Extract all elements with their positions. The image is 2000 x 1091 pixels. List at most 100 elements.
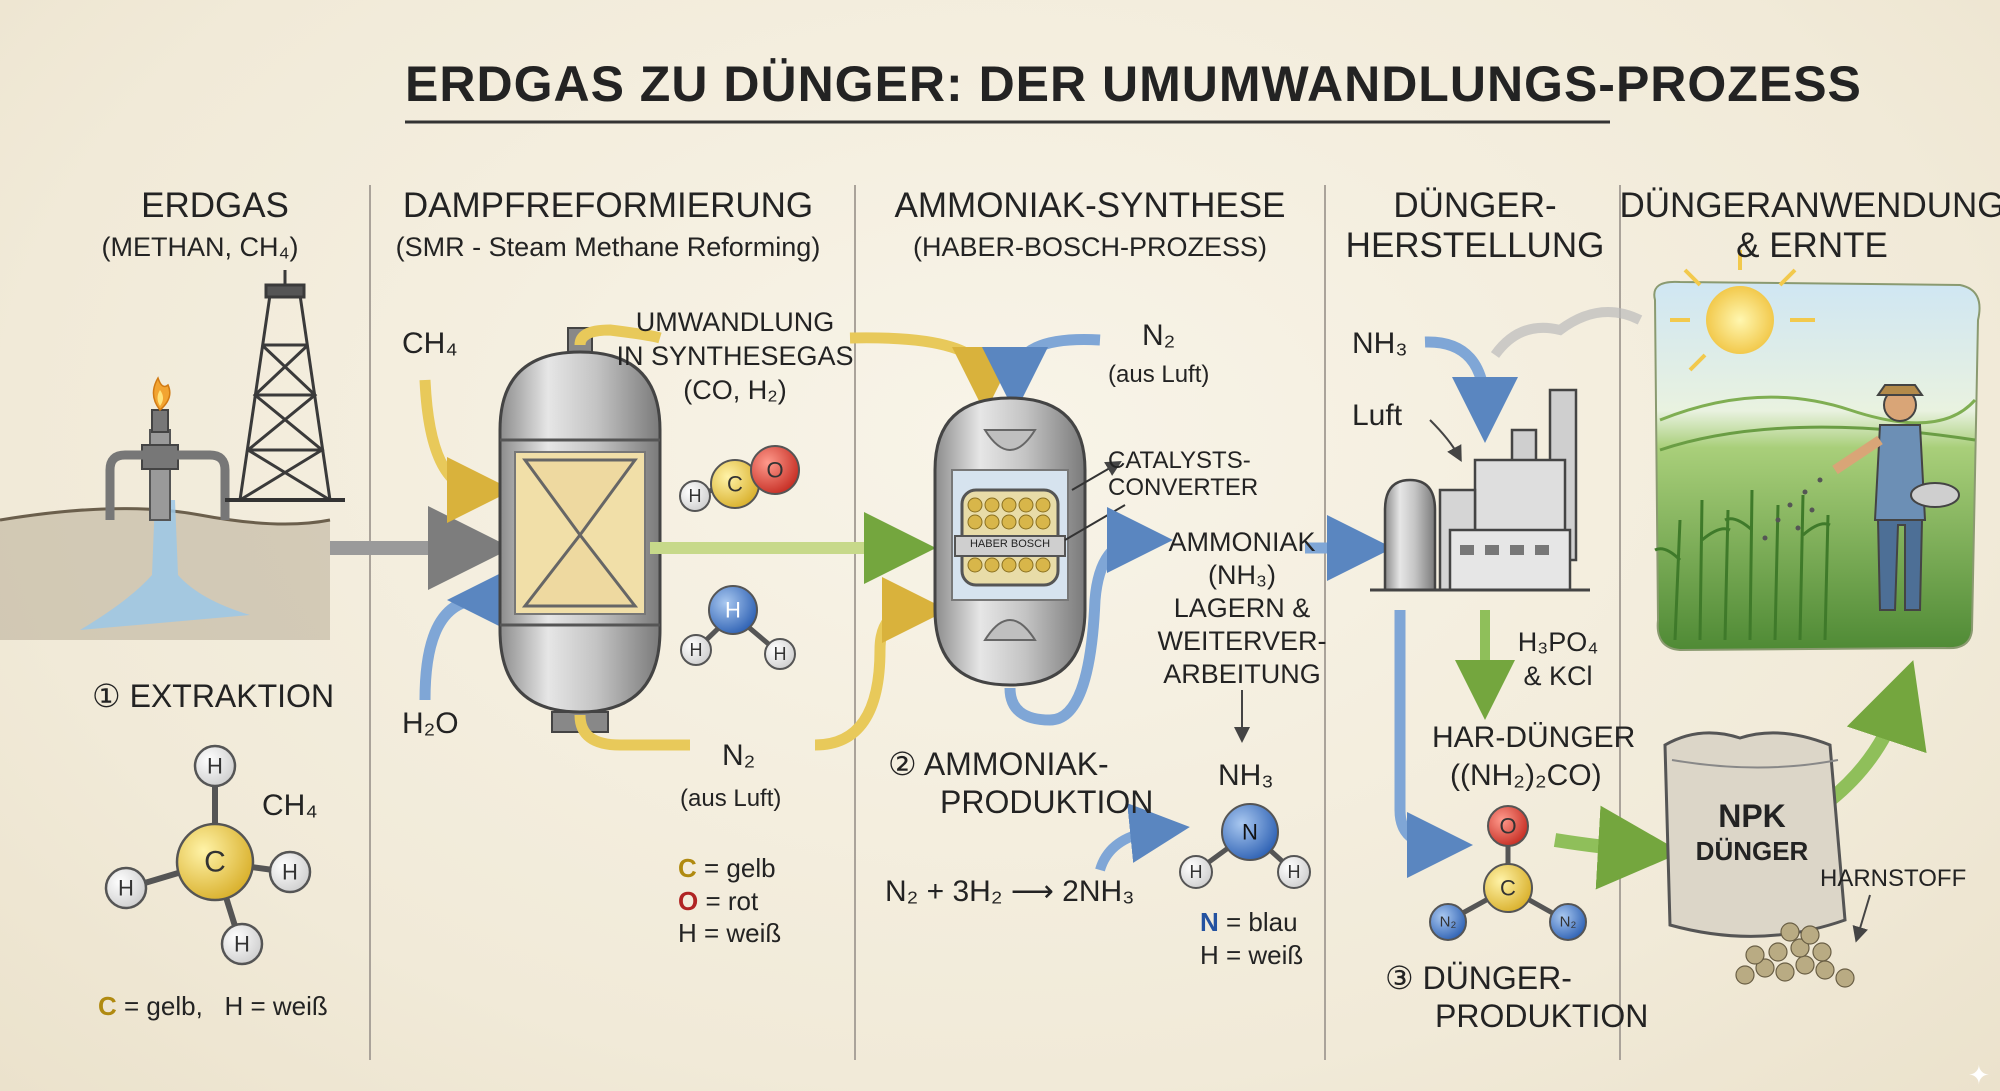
additives-line1: H₃PO₄ [1517,627,1599,657]
svg-text:H: H [234,932,250,957]
step-extraction: ① EXTRAKTION [92,678,335,714]
syngas-legend: C = gelb O = rot H = weiß [678,852,781,950]
svg-text:N₂: N₂ [1560,914,1577,931]
column-heading-erdgas: ERDGAS [141,186,289,225]
svg-text:H: H [725,598,741,623]
svg-text:H: H [118,876,134,901]
svg-text:O: O [1499,814,1516,839]
sparkle-icon: ✦ [1968,1060,1990,1090]
svg-text:H: H [207,754,223,779]
ammonia-line3: LAGERN & [1173,593,1311,623]
legend-n-desc: = blau [1218,907,1298,937]
svg-text:O: O [766,458,783,483]
legend-h-text: H = weiß [224,991,328,1021]
ammonia-line2: (NH₃) [1208,560,1276,590]
steam-reformer-vessel [498,327,662,733]
methane-molecule: C H H H H [104,744,312,966]
column-heading-fertilizer-line1: DÜNGER- [1393,186,1557,225]
svg-text:N₂: N₂ [1440,914,1457,931]
synthesis-n2-label: N₂ [1142,319,1176,352]
syngas-to-reactor-arrow [849,332,1018,413]
ammonia-line4: WEITERVER- [1157,626,1327,656]
svg-text:C: C [1500,876,1516,901]
column-sub-reforming: (SMR - Steam Methane Reforming) [395,232,821,262]
legend-c-row: C = gelb [678,852,781,885]
legend-o-desc: = rot [698,885,759,916]
farmer-figure [1832,384,1960,611]
column-heading-application-line1: DÜNGERANWENDUNG [1619,186,2000,225]
conversion-line2: IN SYNTHESEGAS [616,341,854,371]
reformer-input-h2o: H₂O [402,707,459,740]
synthesis-nh3-label: NH₃ [1218,759,1274,792]
equation-arrow [1095,803,1190,872]
ammonia-legend: N = blau H = weiß [1200,906,1303,971]
haber-bosch-reactor [933,396,1126,687]
svg-text:C: C [204,846,226,879]
haber-equation: N₂ + 3H₂ ⟶ 2NH₃ [885,875,1135,908]
legend-n-row: N = blau [1200,906,1303,939]
methane-legend: C = gelb, H = weiß [98,990,328,1023]
column-sub-synthesis: (HABER-BOSCH-PROZESS) [912,232,1268,262]
legend-o: O [678,885,699,916]
harnstoff-pointer [1852,894,1871,943]
h2o-input-arrow [419,566,514,701]
co-molecule: H C O [679,445,800,512]
column-heading-synthesis: AMMONIAK-SYNTHESE [894,186,1286,225]
column-heading-reforming: DAMPFREFORMIERUNG [402,186,814,225]
legend-c-letter: C [98,991,117,1021]
bag-to-field-arrow [1825,660,1927,806]
reformer-input-ch4: CH₄ [402,327,458,360]
legend-n: N [1200,907,1219,937]
bag-label-line1: NPK [1718,798,1786,834]
column-dividers [369,185,1621,1060]
step-ammonia-line1: ② AMMONIAK- [888,746,1109,782]
column-sub-erdgas: (METHAN, CH₄) [101,232,299,262]
n2-air-arrow [982,334,1101,413]
air-into-plant-arrow [1429,419,1462,463]
urea-molecule: O C N₂ N₂ [1429,805,1587,941]
plant-air-label: Luft [1352,399,1403,432]
legend-c-desc: = gelb [696,853,776,883]
svg-text:H: H [1288,862,1301,882]
step-ammonia-line2: PRODUKTION [940,784,1154,820]
step-fertilizer-line2: PRODUKTION [1435,998,1649,1034]
ammonia-out-arrow [1004,507,1173,726]
ammonia-molecule: N H H [1179,803,1311,889]
legend-h-row: H = weiß [1200,939,1304,970]
svg-text:H: H [690,640,703,660]
column-heading-application-line2: & ERNTE [1736,226,1888,265]
legend-c-text: = gelb, [116,991,203,1021]
methane-label: CH₄ [262,789,318,822]
n2-bottom-pipe [574,714,690,751]
page-title: ERDGAS ZU DÜNGER: DER UMUMWANDLUNGS-PROZ… [405,56,1862,112]
urea-line2: ((NH₂)₂CO) [1450,759,1602,792]
npk-fertilizer-bag [1663,731,1847,938]
additives-line2: & KCl [1523,661,1593,691]
ch4-input-arrow [419,379,513,523]
plant-nh3-label: NH₃ [1352,327,1408,360]
urea-granules [1735,922,1855,988]
reactor-plate-label: HABER BOSCH [969,538,1051,550]
reformer-n2-label: N₂ [722,739,756,772]
plant-to-urea-arrow [1394,610,1473,878]
svg-text:H: H [689,486,702,506]
svg-text:H: H [1190,862,1203,882]
svg-text:C: C [727,472,743,497]
svg-text:H: H [282,860,298,885]
svg-text:H: H [774,644,787,664]
urea-to-bag-arrow [1553,805,1682,890]
syngas-top-pipe [574,324,662,346]
conversion-line3: (CO, H₂) [683,375,787,405]
conversion-line1: UMWANDLUNG [635,307,835,337]
urea-line1: HAR-DÜNGER [1432,721,1636,754]
legend-o-row: O = rot [678,885,781,918]
catalyst-line1: CATALYSTS- [1108,447,1251,474]
water-molecule: H H H [680,585,796,670]
field-harvest-illustration [1653,250,1981,652]
nh3-into-plant-arrow [1424,336,1518,443]
step-fertilizer-line1: ③ DÜNGER- [1385,960,1572,996]
legend-c: C [678,853,697,883]
column-heading-fertilizer-line2: HERSTELLUNG [1345,226,1605,265]
